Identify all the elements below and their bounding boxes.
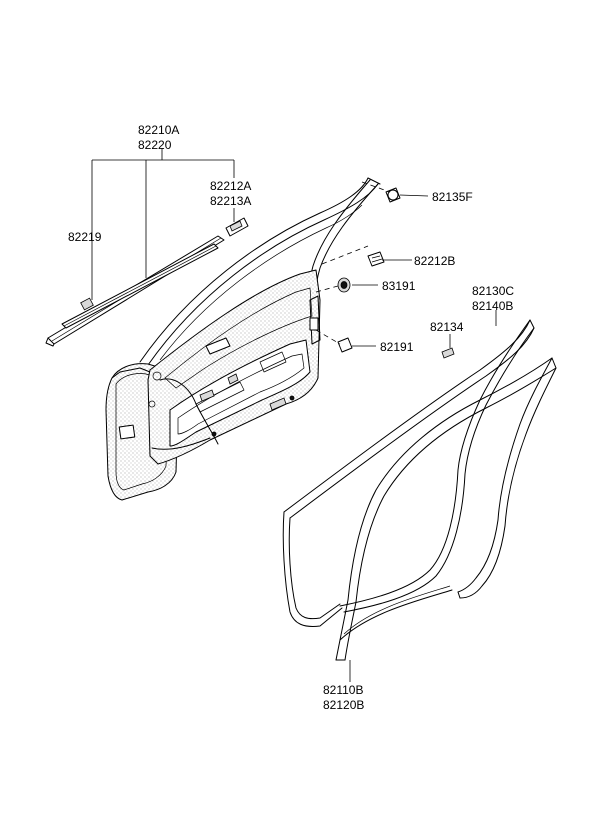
label-82120B: 82120B [323,698,364,712]
label-82135F: 82135F [432,190,473,204]
label-83191: 83191 [382,279,416,293]
label-82213A: 82213A [210,194,251,208]
door-frame-weatherstrip [139,177,381,366]
clip-82134 [441,347,455,359]
grommet-83191 [337,277,351,293]
part-labels: 82210A 82220 82219 82212A 82213A 82135F … [68,123,514,712]
label-82134: 82134 [430,320,464,334]
plug-82191 [337,337,353,353]
label-82219: 82219 [68,230,102,244]
leader-lines [91,148,497,682]
label-82140B: 82140B [472,299,513,313]
clip-82212B [367,251,385,267]
door-trim-panel [147,269,321,465]
clip-82135F [385,187,401,203]
label-82210A: 82210A [138,123,179,137]
opening-weatherstrip-front [282,319,535,627]
label-82191: 82191 [380,340,414,354]
label-82130C: 82130C [472,284,514,298]
label-82220: 82220 [138,138,172,152]
beltline-weatherstrip-inner [61,243,219,329]
label-82212A: 82212A [210,179,251,193]
label-82110B: 82110B [323,683,363,697]
opening-weatherstrip-rear [335,357,557,661]
label-82212B: 82212B [414,254,455,268]
beltline-clip-82212A [225,217,249,237]
